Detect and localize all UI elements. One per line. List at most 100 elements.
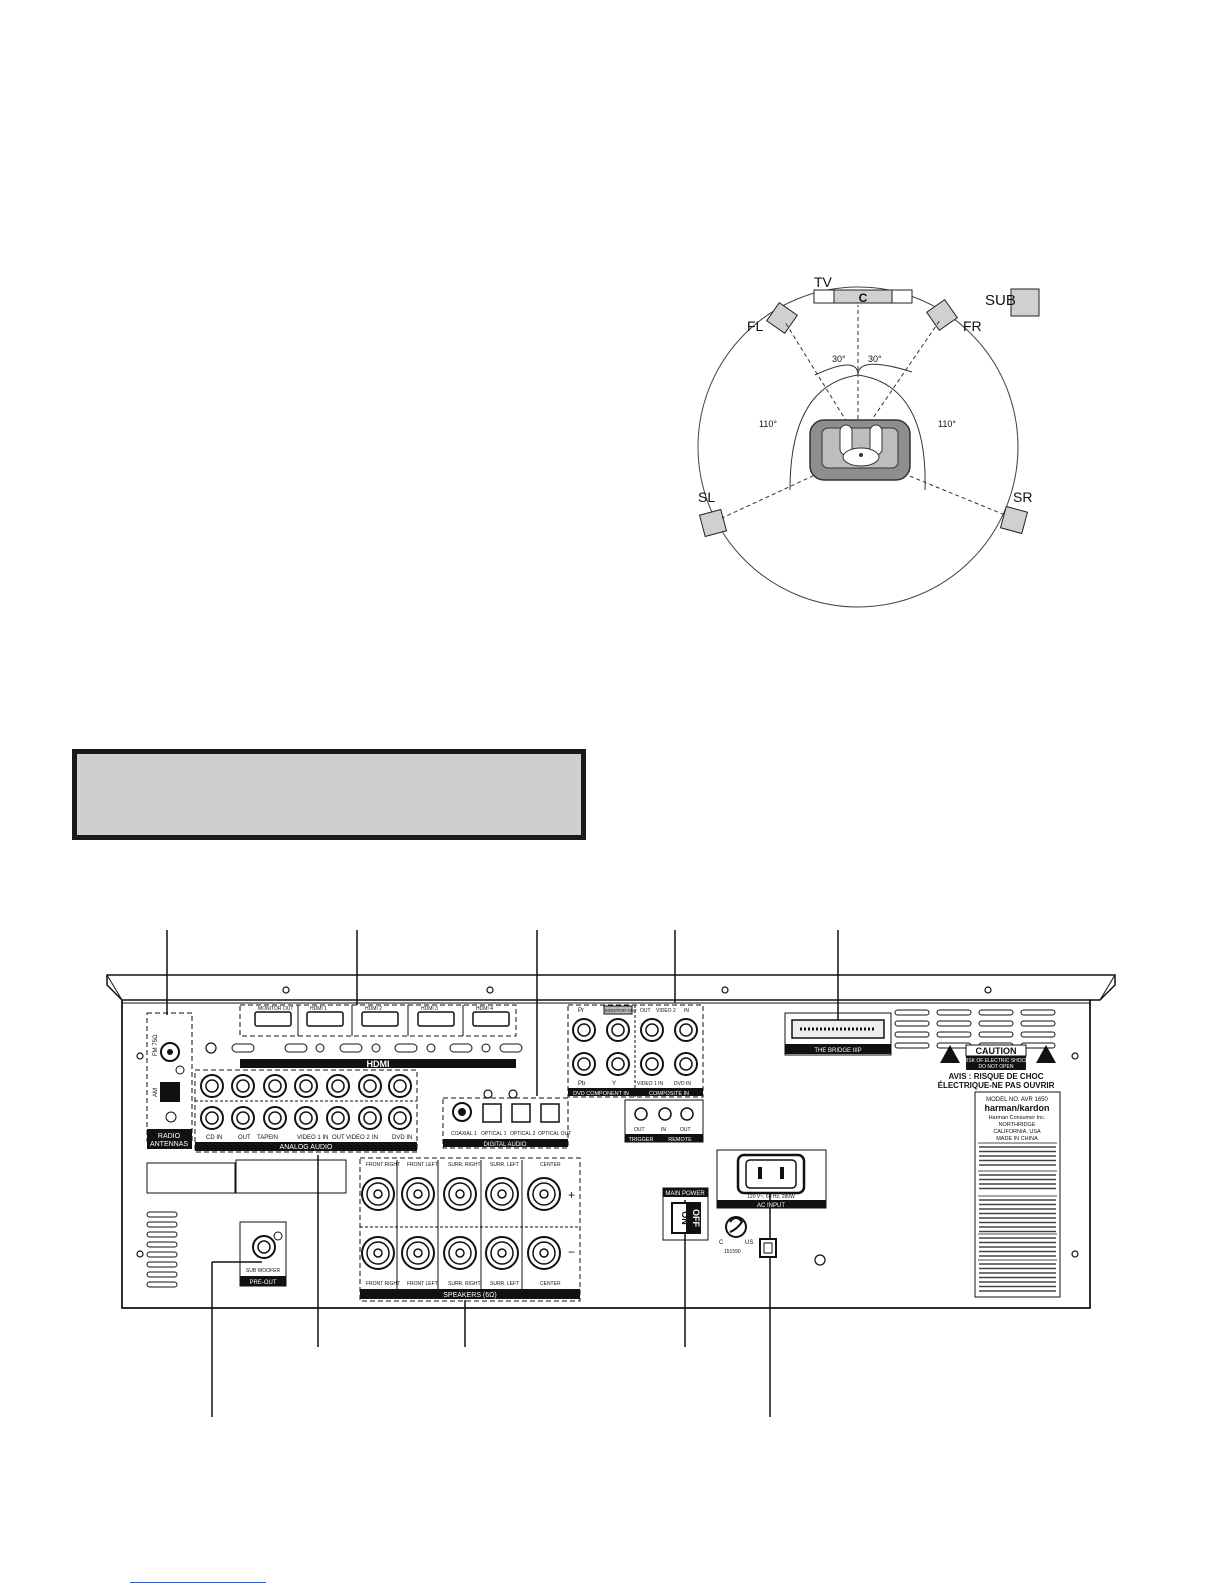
analog-in-label: IN bbox=[272, 1135, 278, 1141]
legal-fine-print bbox=[978, 1142, 1057, 1292]
video-inputs-section: Pr MONITOR OUT OUT VIDEO 2 IN Pb Y VIDEO… bbox=[567, 1004, 704, 1143]
caution-line1: RISK OF ELECTRIC SHOCK bbox=[963, 1058, 1029, 1064]
vent-slot-top bbox=[894, 1031, 930, 1038]
analog-out2-label: OUT bbox=[332, 1135, 345, 1141]
power-on-label: ON bbox=[680, 1211, 690, 1225]
sl-label: SL bbox=[698, 489, 715, 505]
coaxial-label: COAXIAL 1 bbox=[451, 1131, 477, 1137]
remote-out-label: OUT bbox=[680, 1127, 691, 1133]
hdmi-1-port[interactable] bbox=[306, 1011, 344, 1027]
optical-1-input[interactable] bbox=[482, 1103, 502, 1123]
hdmi-logo: HDMI bbox=[367, 1059, 390, 1069]
minus-sign: − bbox=[568, 1245, 575, 1259]
speaker-layout-diagram: C TV SUB FL FR SL SR 30° 30° 110° 1 bbox=[697, 274, 1040, 608]
fm-label: FM 75Ω bbox=[153, 1034, 159, 1056]
fl-label: FL bbox=[747, 318, 764, 334]
analog-jack-top-6-center bbox=[363, 1079, 377, 1093]
vent-slot-top bbox=[1020, 1009, 1056, 1016]
pre-out-label: PRE-OUT bbox=[250, 1280, 277, 1286]
hdmi-4-label: HDMI 4 bbox=[476, 1006, 493, 1012]
vent-slot-top bbox=[894, 1020, 930, 1027]
listening-circle bbox=[697, 286, 1019, 608]
spk-c-bottom-label: CENTER bbox=[540, 1281, 561, 1287]
spk-fl-top-label: FRONT LEFT bbox=[407, 1162, 438, 1168]
analog-video2-label: VIDEO 2 bbox=[346, 1135, 370, 1141]
analog-video1-label: VIDEO 1 IN bbox=[297, 1135, 328, 1141]
model-number: MODEL NO. AVR 1650 bbox=[986, 1097, 1048, 1103]
analog-jack-bottom-2-center bbox=[236, 1111, 250, 1125]
vent-slot-top bbox=[936, 1031, 972, 1038]
the-bridge-section: THE BRIDGE IIIP bbox=[784, 1012, 892, 1056]
spk-sr-top-label: SURR. RIGHT bbox=[448, 1162, 481, 1168]
am-antenna-terminal[interactable] bbox=[160, 1082, 180, 1102]
remote-label: REMOTE bbox=[668, 1137, 692, 1143]
remote-in-jack[interactable] bbox=[658, 1107, 672, 1121]
optical-2-input[interactable] bbox=[511, 1103, 531, 1123]
subwoofer-preout-section: SUB WOOFER PRE-OUT bbox=[239, 1221, 287, 1287]
main-power-label: MAIN POWER bbox=[665, 1191, 705, 1197]
vent-slot-top bbox=[978, 1020, 1014, 1027]
spk-sr-bottom-label: SURR. RIGHT bbox=[448, 1281, 481, 1287]
blank-plate-left bbox=[146, 1162, 236, 1194]
radio-antennas-section: FM 75Ω AM RADIO ANTENNAS bbox=[146, 1012, 193, 1149]
sub-label: SUB bbox=[985, 292, 1016, 309]
spk-fr-bottom-label: FRONT RIGHT bbox=[366, 1281, 400, 1287]
video-jack-top-1-center bbox=[577, 1023, 591, 1037]
analog-audio-label: ANALOG AUDIO bbox=[280, 1144, 333, 1151]
hdmi-2-label: HDMI 2 bbox=[365, 1006, 382, 1012]
analog-cd-label: CD IN bbox=[206, 1135, 222, 1141]
video-jack-top-3-center bbox=[645, 1023, 659, 1037]
trigger-out-jack[interactable] bbox=[634, 1107, 648, 1121]
sr-label: SR bbox=[1013, 489, 1032, 505]
speaker-post-pos-3-hole bbox=[455, 1189, 465, 1199]
highlight-box bbox=[72, 749, 586, 840]
pr-label: Pr bbox=[578, 1008, 584, 1014]
center-label: C bbox=[859, 291, 868, 305]
video-jack-bottom-1-center bbox=[577, 1057, 591, 1071]
hdmi-4-port[interactable] bbox=[472, 1011, 510, 1027]
center-speaker bbox=[833, 289, 893, 304]
analog-audio-section: CD IN OUT TAPE IN VIDEO 1 IN OUT VIDEO 2… bbox=[194, 1069, 418, 1153]
angle-right-label: 30° bbox=[868, 354, 882, 364]
optical-out[interactable] bbox=[540, 1103, 560, 1123]
company-state: CALIFORNIA, USA bbox=[993, 1129, 1041, 1135]
am-label: AM bbox=[153, 1088, 159, 1097]
optical1-label: OPTICAL 1 bbox=[481, 1131, 507, 1137]
hdmi-2-port[interactable] bbox=[361, 1011, 399, 1027]
angle-left-label: 30° bbox=[832, 354, 846, 364]
sub-woofer-label: SUB WOOFER bbox=[246, 1268, 281, 1274]
analog-jack-bottom-7-center bbox=[393, 1111, 407, 1125]
angle-surround-left-label: 110° bbox=[759, 419, 777, 429]
analog-out-label: OUT bbox=[238, 1135, 251, 1141]
analog-in2-label: IN bbox=[372, 1135, 378, 1141]
vent-slot-top bbox=[978, 1031, 1014, 1038]
ac-rating-label: 120 V~, 60 Hz, 280W bbox=[747, 1194, 795, 1200]
speakers-section: FRONT RIGHT FRONT LEFT SURR. RIGHT SURR.… bbox=[359, 1157, 581, 1302]
pb-label: Pb bbox=[578, 1081, 586, 1087]
y-label: Y bbox=[612, 1081, 616, 1087]
csa-certification-mark: C US 151590 bbox=[719, 1216, 777, 1258]
speaker-post-pos-5-hole bbox=[539, 1189, 549, 1199]
analog-jack-bottom-1-center bbox=[205, 1111, 219, 1125]
vent-slot-left bbox=[146, 1281, 178, 1288]
trigger-out-label: OUT bbox=[634, 1127, 645, 1133]
video2-out-label: OUT bbox=[640, 1008, 651, 1014]
bridge-label: THE BRIDGE IIIP bbox=[814, 1048, 861, 1054]
angle-arc-surround-right bbox=[857, 374, 926, 491]
hdmi-3-port[interactable] bbox=[417, 1011, 455, 1027]
vent-slot-top bbox=[894, 1009, 930, 1016]
video1-in-label: VIDEO 1 IN bbox=[637, 1081, 664, 1087]
avis-line1: AVIS : RISQUE DE CHOC bbox=[949, 1072, 1044, 1081]
analog-jack-bottom-4-center bbox=[299, 1111, 313, 1125]
hdmi-1-label: HDMI 1 bbox=[310, 1006, 327, 1012]
ac-input-section: 120 V~, 60 Hz, 280W AC INPUT bbox=[716, 1149, 827, 1209]
csa-number: 151590 bbox=[724, 1249, 741, 1255]
vent-slot-top bbox=[1020, 1020, 1056, 1027]
remote-out-jack[interactable] bbox=[680, 1107, 694, 1121]
caution-label: CAUTION RISK OF ELECTRIC SHOCK DO NOT OP… bbox=[938, 1044, 1056, 1090]
video-jack-top-4-center bbox=[679, 1023, 693, 1037]
digital-audio-section: COAXIAL 1 OPTICAL 1 OPTICAL 2 OPTICAL OU… bbox=[442, 1097, 571, 1149]
hdmi-3-label: HDMI 3 bbox=[421, 1006, 438, 1012]
hdmi-monitor-out-port[interactable] bbox=[254, 1011, 292, 1027]
angle-arc-right bbox=[857, 363, 913, 376]
